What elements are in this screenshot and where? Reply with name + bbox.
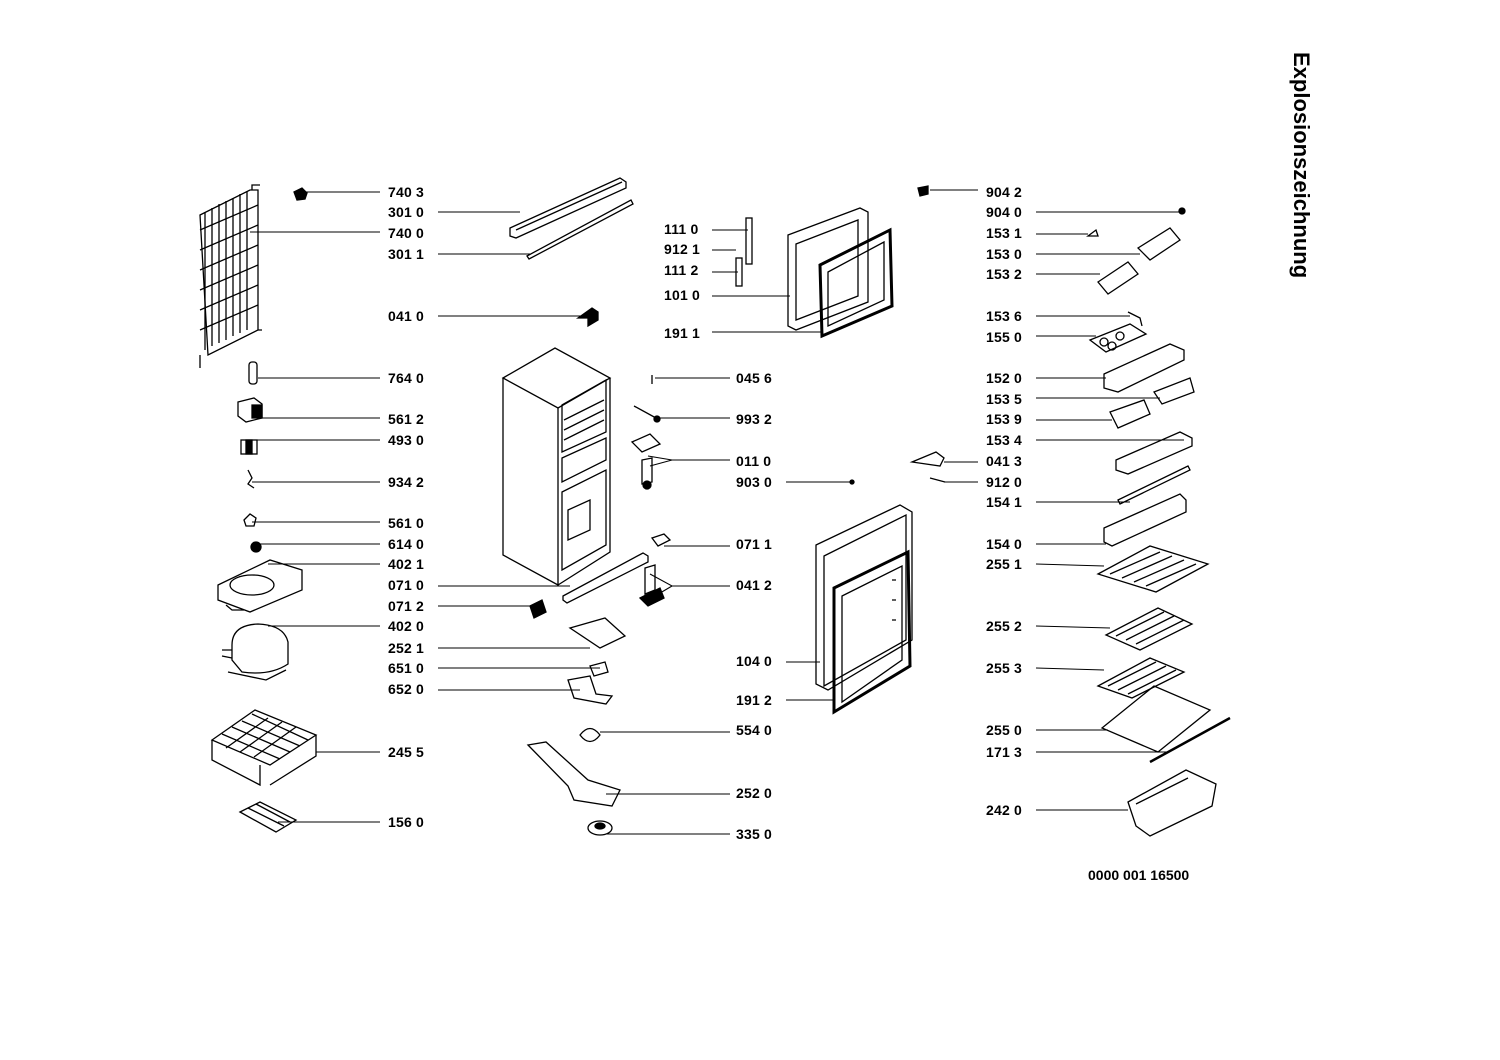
callout-center: 104 0: [736, 653, 773, 669]
callout-right: 171 3: [986, 744, 1023, 760]
callout-left: 252 1: [388, 640, 425, 656]
wire-rack: [210, 709, 318, 787]
top-rail: [509, 177, 634, 260]
callout-left: 402 1: [388, 556, 425, 572]
callout-right: 155 0: [986, 329, 1023, 345]
callout-right: 904 0: [986, 204, 1023, 220]
callout-center: 111 0: [664, 221, 699, 237]
callout-right: 153 2: [986, 266, 1023, 282]
callout-center: 903 0: [736, 474, 773, 490]
callout-middle-right: 041 3: [986, 453, 1023, 469]
callout-center: 993 2: [736, 411, 773, 427]
callout-right: 153 4: [986, 432, 1023, 448]
callout-right: 242 0: [986, 802, 1023, 818]
callout-right: 255 3: [986, 660, 1023, 676]
callout-left: 301 0: [388, 204, 425, 220]
callout-left: 245 5: [388, 744, 425, 760]
callout-center: 041 2: [736, 577, 773, 593]
callout-left: 493 0: [388, 432, 425, 448]
callout-right: 153 0: [986, 246, 1023, 262]
callout-center: 554 0: [736, 722, 773, 738]
callout-right: 255 1: [986, 556, 1023, 572]
callout-center: 912 1: [664, 241, 701, 257]
cabinet: [501, 347, 612, 587]
fridge-door: [815, 504, 913, 715]
callout-center: 111 2: [664, 262, 699, 278]
callout-middle-right: 912 0: [986, 474, 1023, 490]
callout-left: 934 2: [388, 474, 425, 490]
callout-center: 071 1: [736, 536, 773, 552]
callout-left: 614 0: [388, 536, 425, 552]
callout-left: 301 1: [388, 246, 425, 262]
callout-left: 740 3: [388, 184, 425, 200]
compressor: [221, 623, 289, 681]
callout-right: 153 5: [986, 391, 1023, 407]
callout-right: 152 0: [986, 370, 1023, 386]
callout-center: 101 0: [664, 287, 701, 303]
page-title: Explosionszeichnung: [1289, 52, 1314, 279]
callout-left: 071 2: [388, 598, 425, 614]
callout-middle-right: 904 2: [986, 184, 1023, 200]
callout-right: 255 0: [986, 722, 1023, 738]
condenser-coil: [199, 184, 262, 368]
callout-center: 011 0: [736, 453, 772, 469]
evaporation-tray: [217, 559, 303, 613]
callout-left: 071 0: [388, 577, 425, 593]
ice-tray: [238, 801, 298, 833]
callout-right: 153 1: [986, 225, 1023, 241]
callout-right: 153 9: [986, 411, 1023, 427]
callout-left: 402 0: [388, 618, 425, 634]
callout-left: 156 0: [388, 814, 425, 830]
callout-center: 252 0: [736, 785, 773, 801]
callout-right: 153 6: [986, 308, 1023, 324]
callout-right: 255 2: [986, 618, 1023, 634]
glass-shelves: [1096, 545, 1212, 753]
callout-left: 651 0: [388, 660, 425, 676]
callout-left: 764 0: [388, 370, 425, 386]
freezer-door: [787, 207, 894, 339]
callout-right: 154 0: [986, 536, 1023, 552]
callout-center: 045 6: [736, 370, 773, 386]
callout-left: 652 0: [388, 681, 425, 697]
callout-right: 154 1: [986, 494, 1023, 510]
callout-center: 335 0: [736, 826, 773, 842]
leader-lines: [250, 189, 1184, 835]
document-number: 0000 001 16500: [1088, 867, 1190, 883]
callout-left: 561 2: [388, 411, 425, 427]
callout-center: 191 2: [736, 692, 773, 708]
callout-center: 191 1: [664, 325, 701, 341]
callout-left: 740 0: [388, 225, 425, 241]
callout-left: 561 0: [388, 515, 425, 531]
callout-left: 041 0: [388, 308, 425, 324]
